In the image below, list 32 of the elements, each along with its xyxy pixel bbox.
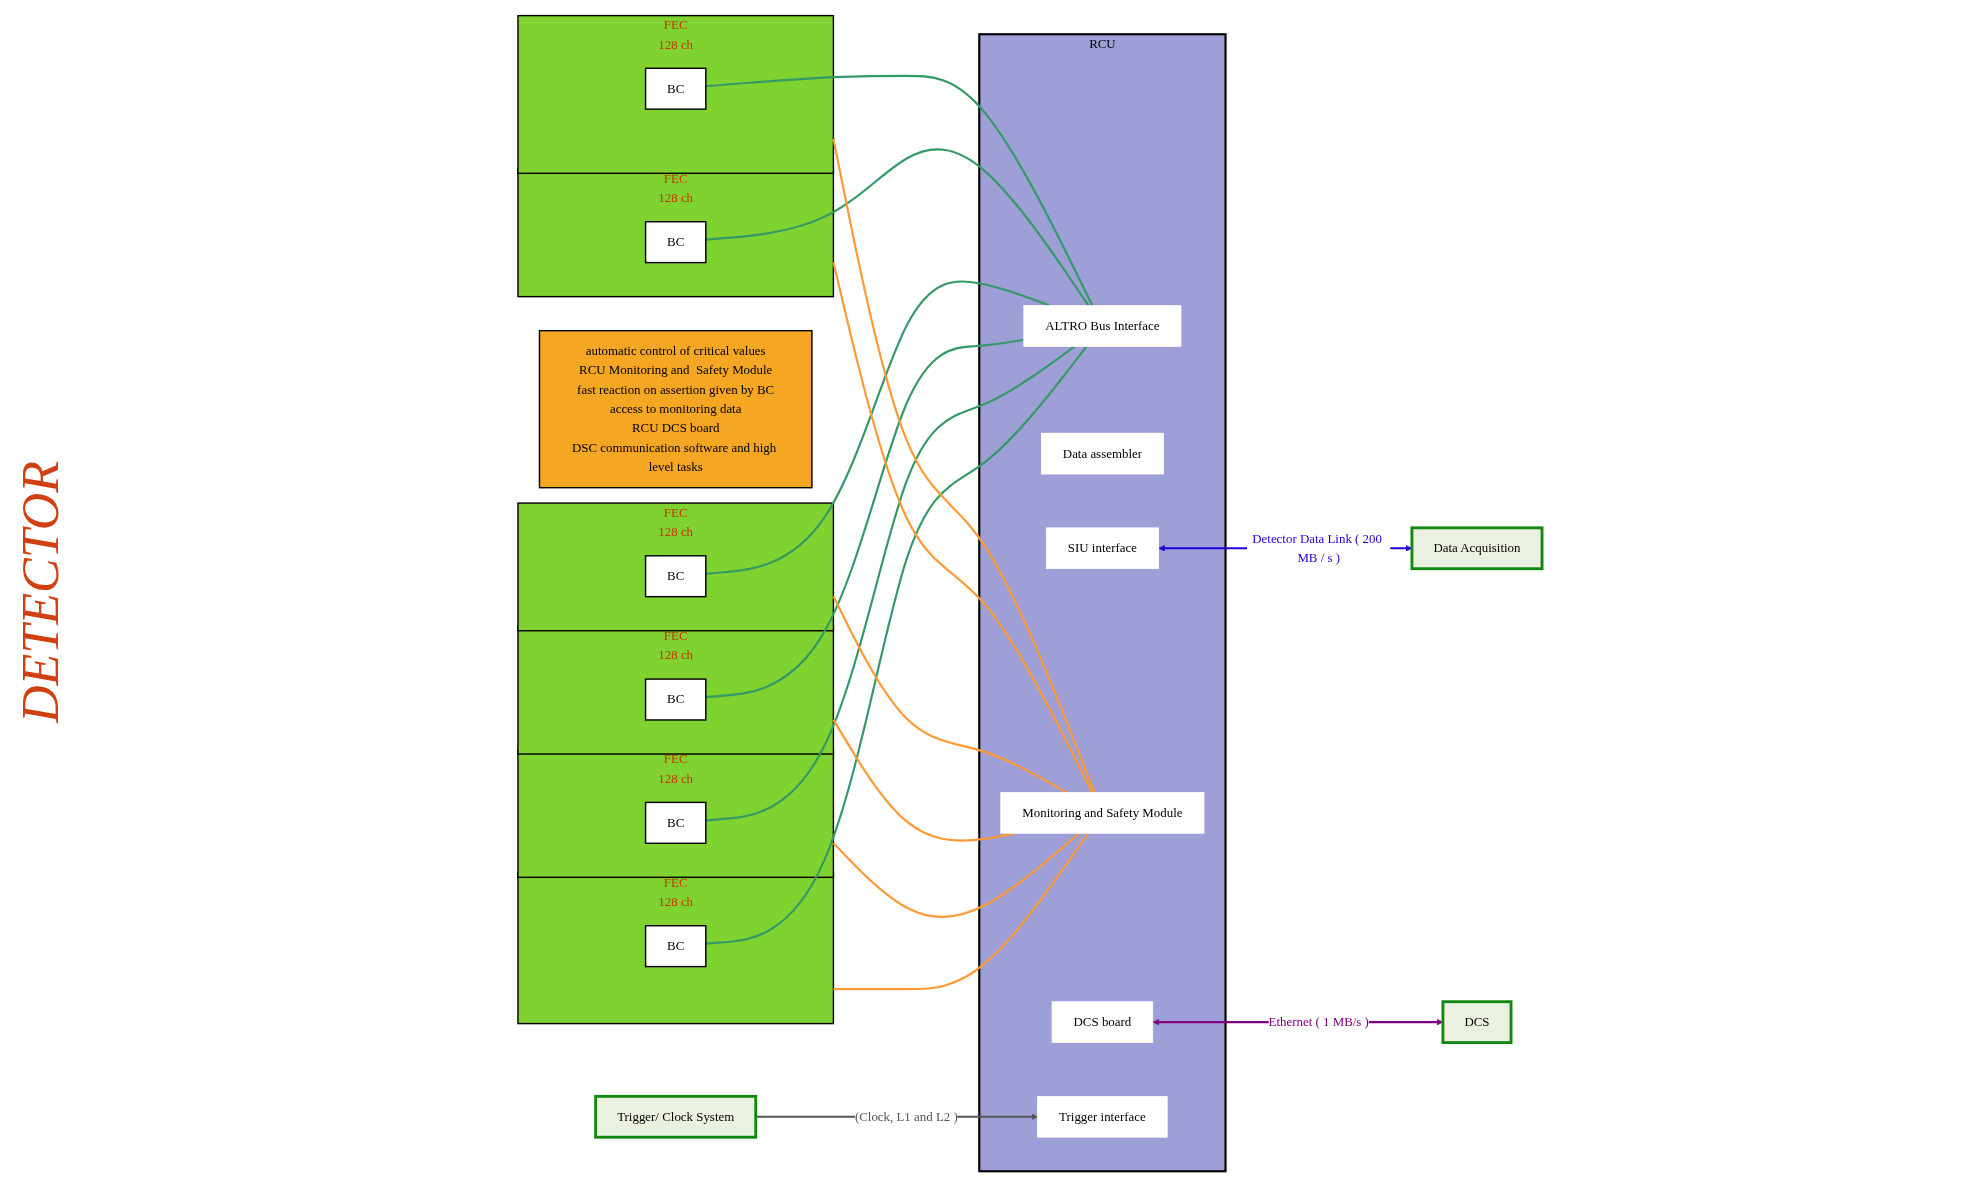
node-box: BC (644, 220, 706, 263)
side-label: DETECTOR (10, 460, 70, 723)
node-box: Monitoring and Safety Module (999, 791, 1204, 834)
connector (831, 138, 1095, 793)
connector (705, 147, 1089, 306)
connector (831, 261, 1093, 793)
connector (832, 718, 1015, 842)
node-box: DCS (1441, 999, 1512, 1044)
node-box: ALTRO Bus Interface (1022, 304, 1181, 347)
connector (832, 831, 1080, 918)
node-box: BC (644, 801, 706, 844)
node-box: BC (644, 67, 706, 110)
edge-label: (Clock, L1 and L2 ) (854, 1108, 958, 1124)
node-box: Data Acquisition (1410, 525, 1543, 570)
node-box: SIU interface (1045, 527, 1159, 569)
edge-label: Detector Data Link ( 200 MB / s ) (1251, 530, 1382, 565)
node-box: DCS board (1051, 1000, 1153, 1043)
node-box: automatic control of critical values RCU Monitoring and Safety Module fast reaction on assertion given by BC access to monitoring data RCU DCS board DSC communication software and high level tasks (538, 329, 813, 488)
node-box: Data assembler (1040, 432, 1164, 474)
node-box: BC (644, 554, 706, 597)
connector (705, 74, 1093, 306)
node-box: BC (644, 677, 706, 721)
connector (831, 595, 1067, 793)
connector (705, 345, 1087, 945)
connector (705, 279, 1050, 575)
connector (832, 832, 1089, 990)
connector (705, 338, 1024, 698)
connector (705, 345, 1075, 821)
node-box: Trigger interface (1036, 1095, 1168, 1138)
edge-label: Ethernet ( 1 MB/s ) (1268, 1014, 1369, 1029)
node-box: Trigger/ Clock System (593, 1094, 757, 1139)
node-box: BC (644, 924, 706, 967)
